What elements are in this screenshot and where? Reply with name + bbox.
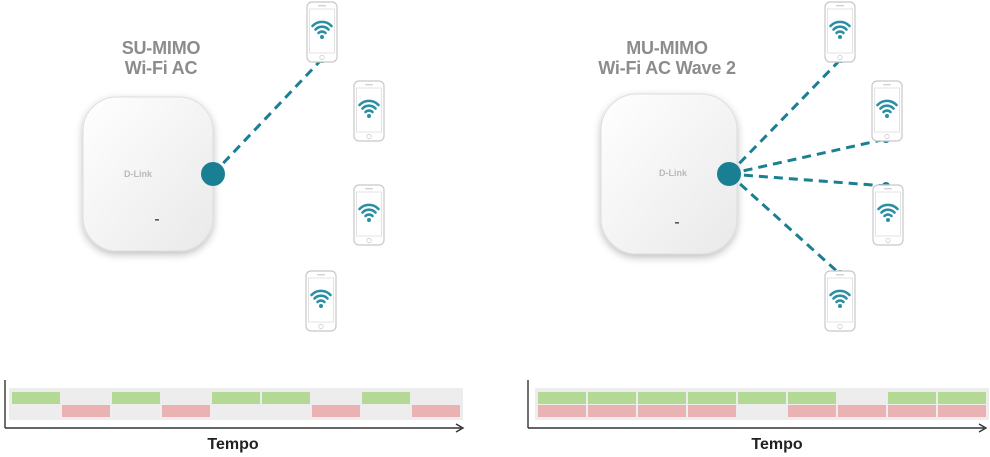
timeline-slot	[162, 405, 210, 417]
ap-antenna-port	[717, 162, 741, 186]
timeline-slot	[888, 392, 936, 404]
timeline-slot	[788, 392, 836, 404]
timeline-slot	[638, 405, 686, 417]
arrow-right-icon	[978, 423, 988, 433]
timeline-slot	[12, 392, 60, 404]
ap-antenna-port	[201, 162, 225, 186]
timeline-slot	[938, 405, 986, 417]
timeline-slot	[212, 392, 260, 404]
smartphone-icon	[306, 1, 338, 63]
su-mimo-panel: D-Link	[4, 1, 465, 433]
smartphone-icon	[353, 80, 385, 142]
title-line-1: SU-MIMO	[121, 38, 201, 58]
mu-mimo-panel: D-Link	[527, 1, 989, 433]
timeline-slot	[838, 405, 886, 417]
access-point: D-Link	[600, 93, 738, 255]
timeline-red-row	[62, 405, 460, 417]
su-mimo-title: SU-MIMO Wi-Fi AC	[86, 38, 236, 78]
access-point: D-Link	[82, 96, 214, 252]
ap-logo: D-Link	[124, 169, 153, 179]
timeline-slot	[738, 392, 786, 404]
timeline-green-row	[538, 392, 986, 404]
timeline-slot	[588, 392, 636, 404]
smartphone-icon	[305, 270, 337, 332]
arrow-right-icon	[455, 423, 465, 433]
timeline-slot	[688, 405, 736, 417]
timeline-red-row	[538, 405, 986, 417]
smartphone-icon	[353, 184, 385, 246]
timeline-slot	[412, 405, 460, 417]
timeline-green-row	[12, 392, 410, 404]
timeline-slot	[312, 405, 360, 417]
timeline-slot	[62, 405, 110, 417]
smartphone-icon	[824, 1, 856, 63]
timeline-slot	[538, 405, 586, 417]
ap-logo: D-Link	[659, 168, 688, 178]
timeline-mu-mimo	[527, 380, 989, 433]
timeline-slot	[938, 392, 986, 404]
timeline-slot	[262, 392, 310, 404]
timeline-slot	[588, 405, 636, 417]
smartphone-icon	[871, 80, 903, 142]
time-axis-label: Tempo	[207, 436, 259, 453]
title-line-2: Wi-Fi AC Wave 2	[598, 58, 736, 78]
timeline-slot	[888, 405, 936, 417]
timeline-slot	[638, 392, 686, 404]
timeline-slot	[688, 392, 736, 404]
mu-mimo-title: MU-MIMO Wi-Fi AC Wave 2	[587, 38, 747, 78]
timeline-slot	[112, 392, 160, 404]
timeline-slot	[788, 405, 836, 417]
timeline-slot	[362, 392, 410, 404]
timeline-su-mimo	[4, 380, 465, 433]
beam-lines	[727, 57, 887, 276]
title-line-1: MU-MIMO	[626, 38, 708, 58]
timeline-slot	[538, 392, 586, 404]
smartphone-icon	[824, 270, 856, 332]
smartphone-icon	[872, 184, 904, 246]
beam-line	[211, 57, 324, 176]
time-axis-label: Tempo	[751, 436, 803, 453]
title-line-2: Wi-Fi AC	[124, 58, 198, 78]
